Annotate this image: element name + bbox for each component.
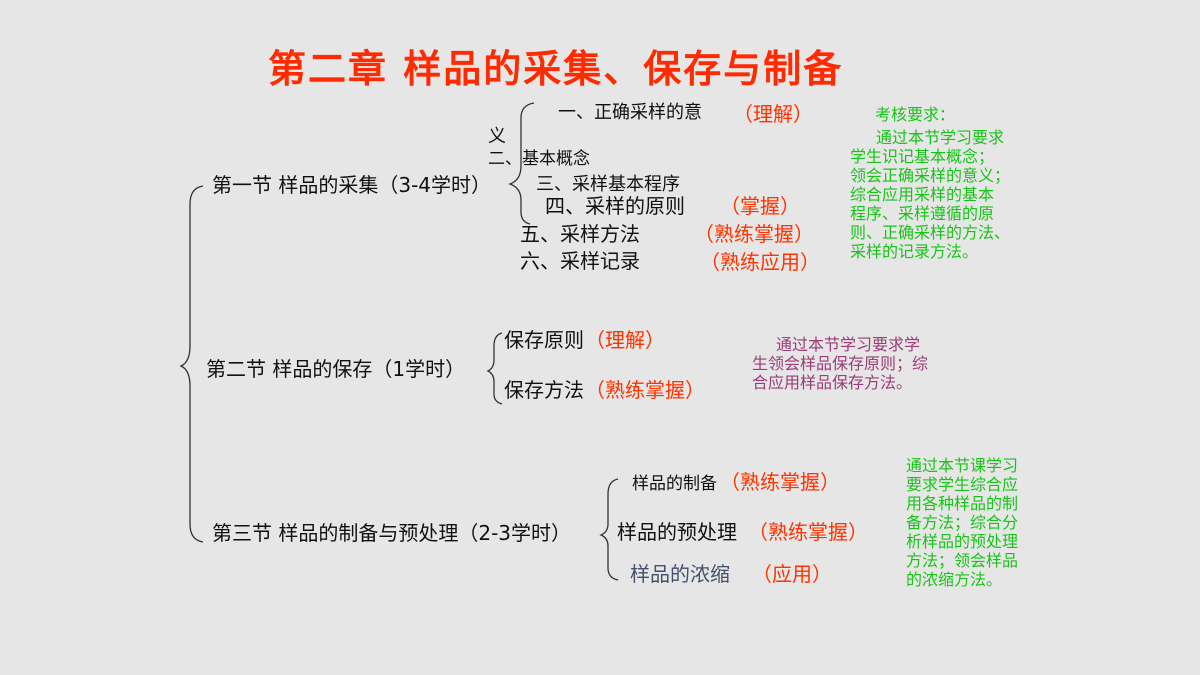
section3-note-line: 方法；领会样品 (906, 551, 1019, 570)
section1-item-5-level: （熟练掌握） (694, 222, 814, 246)
section2-item-1-label: 保存原则 (504, 328, 584, 352)
section3-item-1-level: （熟练掌握） (720, 470, 840, 494)
section1-note-line: 则、正确采样的方法、 (850, 223, 1011, 242)
section3-heading: 第三节 样品的制备与预处理（2-3学时） (212, 521, 572, 545)
section1-note-title: 考核要求： (875, 105, 956, 124)
section2-item-2-label: 保存方法 (504, 378, 584, 402)
section1-item-6-level: （熟练应用） (700, 250, 820, 274)
section3-note-line: 用各种样品的制 (906, 494, 1019, 513)
section1-item-5-label: 五、采样方法 (520, 222, 640, 246)
section2-note-line: 生领会样品保存原则；综 (752, 354, 929, 373)
section3-brace (599, 478, 619, 581)
section3-note-line: 析样品的预处理 (906, 532, 1019, 551)
section2-heading: 第二节 样品的保存（1学时） (206, 357, 466, 381)
section3-item-2-level: （熟练掌握） (748, 520, 868, 544)
section3-note-line: 要求学生综合应 (906, 475, 1019, 494)
section1-note-line: 采样的记录方法。 (850, 242, 979, 261)
section3-note-line: 备方法；综合分 (906, 513, 1019, 532)
section1-heading: 第一节 样品的采集（3-4学时） (212, 173, 492, 197)
section3-item-1-label: 样品的制备 (632, 474, 717, 494)
section3-note-line: 的浓缩方法。 (906, 570, 1003, 589)
section1-item-6-label: 六、采样记录 (520, 249, 640, 273)
section1-item-1-level: （理解） (733, 102, 813, 126)
section2-item-1-level: （理解） (585, 328, 665, 352)
section1-note: 通过本节学习要求 学生识记基本概念； 领会正确采样的意义； 综合应用采样的基本 … (850, 128, 1030, 261)
section2-note: 通过本节学习要求学 生领会样品保存原则；综 合应用样品保存方法。 (752, 335, 952, 392)
main-brace (179, 185, 204, 543)
section2-brace (486, 332, 503, 405)
section1-item-1-label-cont: 义 (488, 126, 506, 147)
section1-item-3-label: 三、采样基本程序 (536, 174, 680, 195)
section1-note-line: 学生识记基本概念； (850, 147, 995, 166)
section3-item-3-level: （应用） (752, 562, 832, 586)
section3-item-2-label: 样品的预处理 (617, 520, 737, 544)
section1-note-line: 综合应用采样的基本 (850, 185, 995, 204)
section1-note-line: 领会正确采样的意义； (850, 166, 1011, 185)
section1-item-4-label: 四、采样的原则 (545, 194, 685, 218)
section3-note-line: 通过本节课学习 (906, 456, 1019, 475)
section1-item-4-level: （掌握） (720, 194, 800, 218)
section2-note-line: 合应用样品保存方法。 (752, 373, 913, 392)
section2-note-line: 通过本节学习要求学 (776, 335, 921, 354)
section1-item-1-label: 一、正确采样的意 (558, 102, 702, 123)
section1-note-line: 通过本节学习要求 (876, 128, 1005, 147)
chapter-title: 第二章 样品的采集、保存与制备 (268, 46, 844, 91)
section1-note-line: 程序、采样遵循的原 (850, 204, 995, 223)
section3-note: 通过本节课学习 要求学生综合应 用各种样品的制 备方法；综合分 析样品的预处理 … (906, 456, 1046, 589)
section2-item-2-level: （熟练掌握） (585, 378, 705, 402)
section3-item-3-label: 样品的浓缩 (630, 562, 730, 586)
section1-item-2-label: 二、基本概念 (488, 149, 590, 169)
section1-brace (508, 102, 535, 225)
